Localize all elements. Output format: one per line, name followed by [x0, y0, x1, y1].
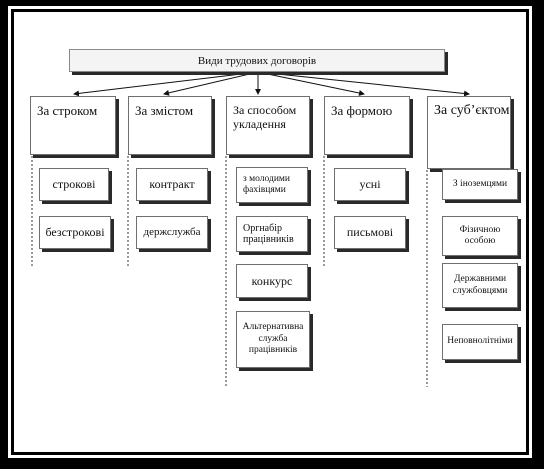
category-subject: За суб’єктом [427, 96, 511, 169]
item-content-civil-service: держслужба [136, 216, 208, 249]
diagram-title: Види трудових договорів [69, 49, 445, 72]
arrow-to-cat-1 [73, 71, 259, 97]
item-form-oral: усні [334, 168, 406, 201]
category-content: За змістом [128, 96, 212, 155]
item-subject-foreigners: З іноземцями [442, 169, 518, 200]
item-subject-minors: Неповноліт­німи [442, 324, 518, 360]
arrow-to-cat-4 [257, 71, 365, 96]
category-method: За способом укладення [226, 96, 310, 155]
item-form-written: письмові [334, 216, 406, 249]
item-term-indefinite: безстрокові [39, 216, 111, 249]
connector-lines [31, 71, 470, 387]
category-term: За строком [30, 96, 116, 155]
item-method-competition: конкурс [236, 264, 308, 298]
arrow-to-cat-2 [163, 71, 259, 96]
category-form: За формою [324, 96, 410, 155]
item-method-young: з молодими фахівцями [236, 167, 308, 203]
item-method-recruitment: Оргнабір працівників [236, 216, 308, 252]
diagram-canvas: Види трудових договорів За строком За зм… [14, 12, 526, 452]
item-term-fixed: строкові [39, 168, 109, 201]
item-content-contract: контракт [136, 168, 208, 201]
item-subject-individual: Фізичною особою [442, 216, 518, 256]
item-method-alternative: Альтернатив­на служба працівників [236, 311, 310, 368]
item-subject-civil-servants: Державними службовцями [442, 263, 518, 308]
frame-border [8, 6, 532, 458]
arrow-to-cat-5 [257, 71, 470, 97]
